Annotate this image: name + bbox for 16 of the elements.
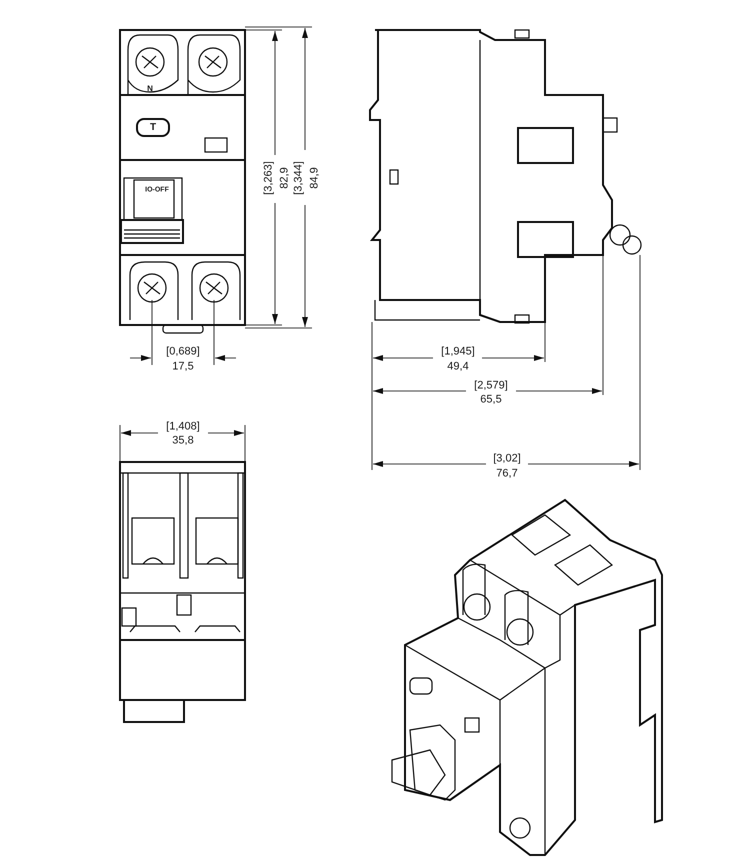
dimension-value: 35,8 — [172, 436, 194, 446]
dimension-value: [0,689] — [166, 346, 200, 358]
button-marking: T — [150, 123, 156, 133]
dimension-value: 76,7 — [496, 468, 518, 480]
dimension-value: 82,9 — [280, 167, 290, 189]
dimension-value: [2,579] — [474, 380, 508, 392]
dimension-value: 65,5 — [480, 394, 502, 406]
dimension-value: 17,5 — [172, 362, 194, 372]
dimension-value: [3,02] — [493, 454, 521, 464]
dimension-value: 49,4 — [447, 362, 469, 372]
dimension-value: [1,945] — [441, 346, 475, 358]
dimension-value: [3,263] — [264, 161, 274, 195]
dimension-value: [3,344] — [294, 161, 304, 195]
dimension-value: 84,9 — [310, 167, 320, 189]
dimension-value: [1,408] — [166, 422, 200, 432]
terminal-marking: N — [147, 85, 153, 93]
